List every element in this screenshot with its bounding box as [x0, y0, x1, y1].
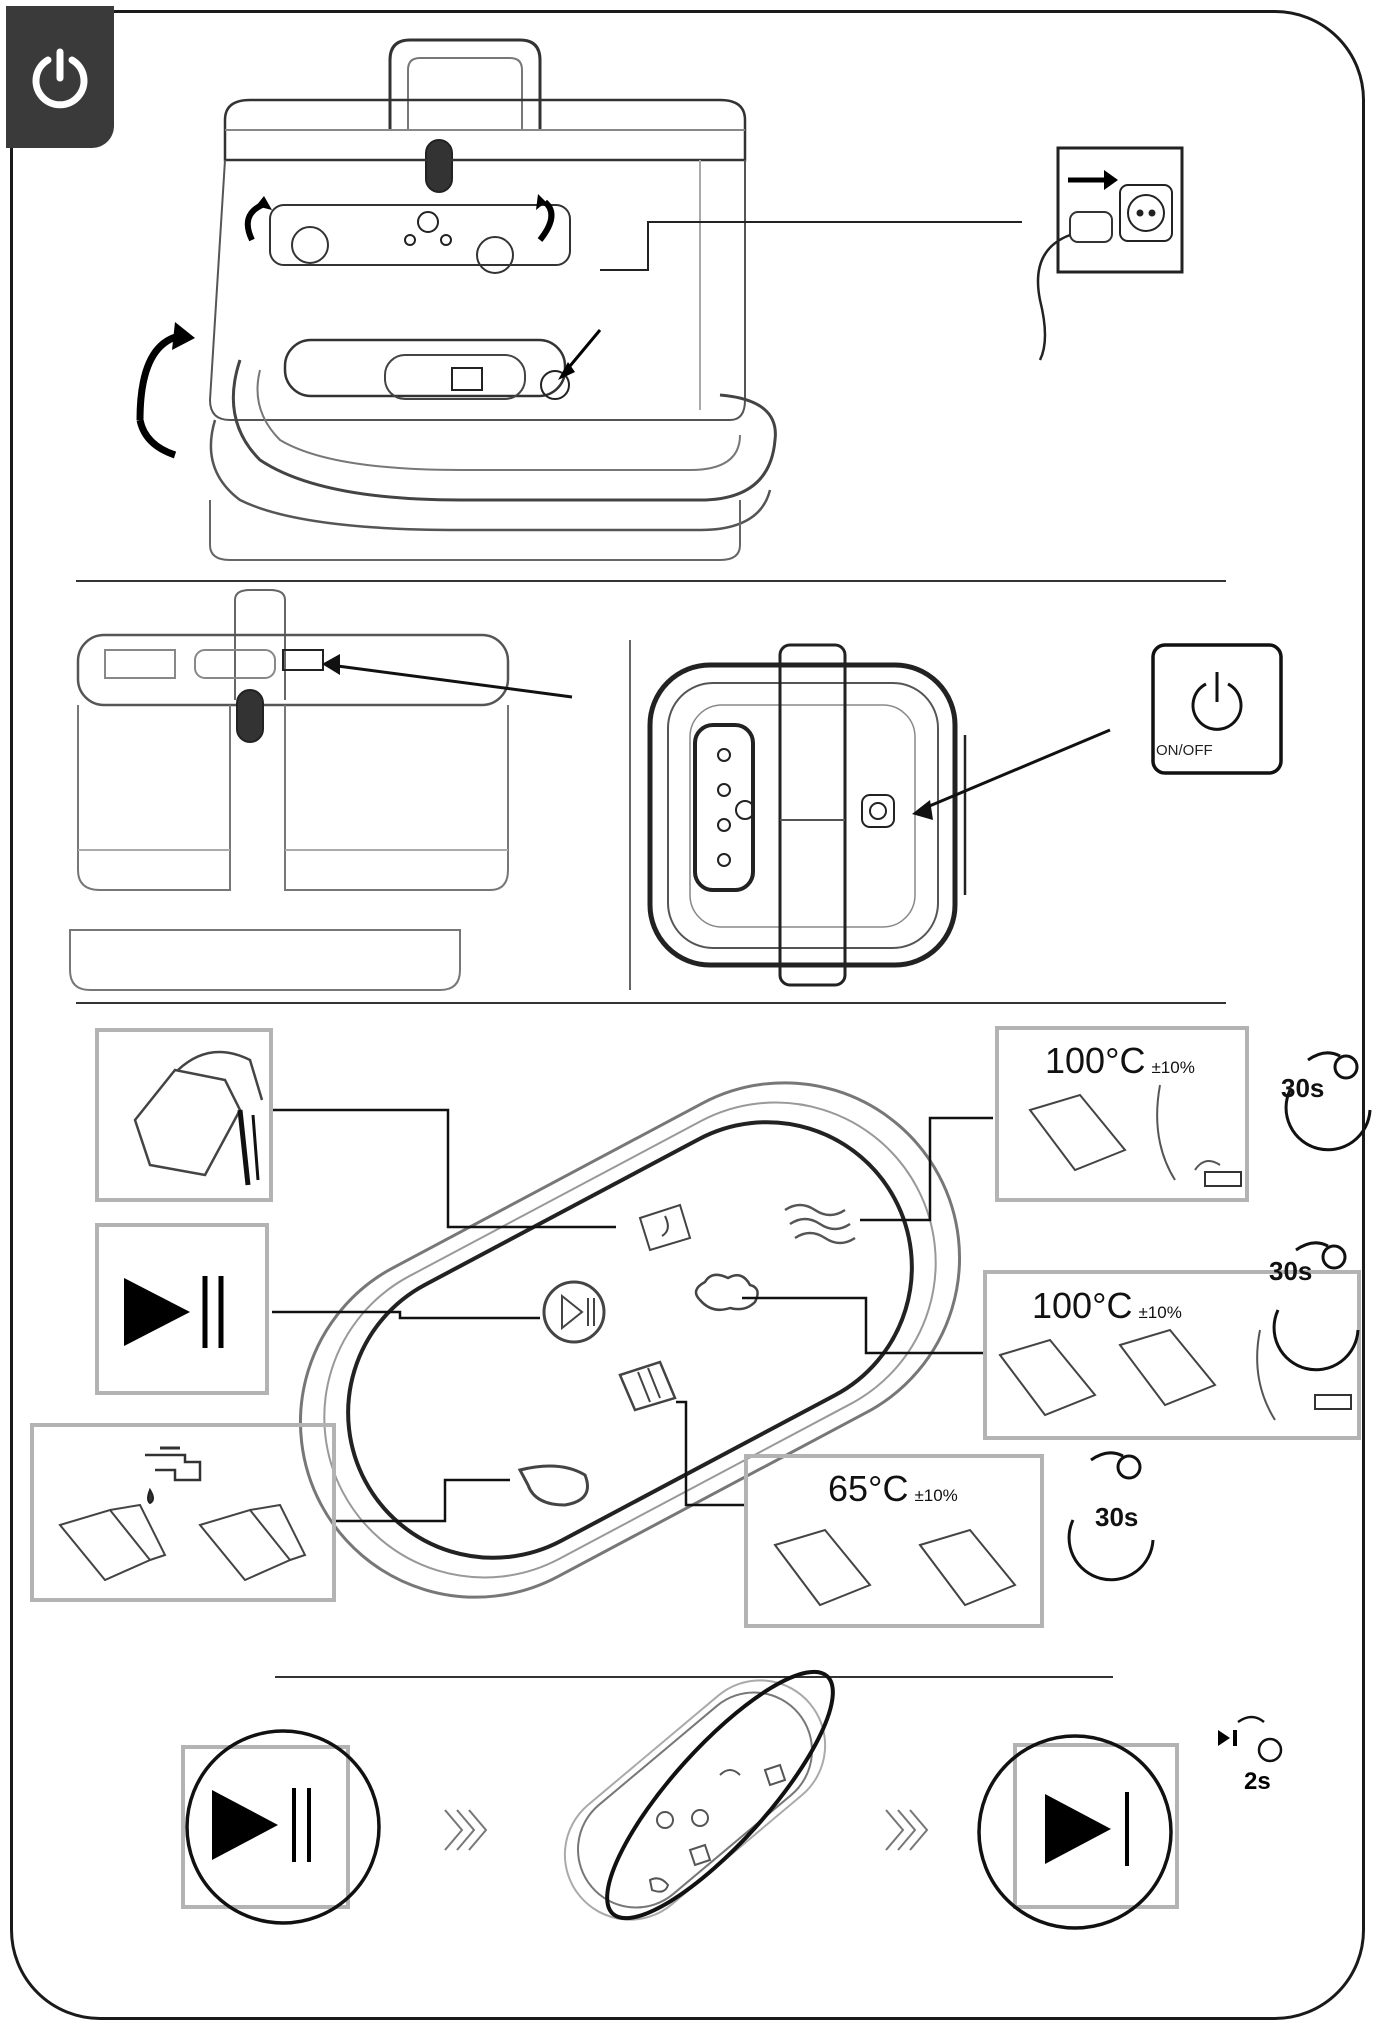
appliance-front-view — [69, 589, 573, 991]
temperature-tolerance: ±10% — [914, 1486, 958, 1505]
play-pause-icon — [124, 1276, 224, 1348]
panel-hot-steam-1 — [995, 1026, 1249, 1202]
power-icon — [32, 48, 88, 109]
page-frame — [10, 10, 1365, 2020]
panel-hot-steam-2 — [983, 1270, 1361, 1440]
warm-clean-illustration — [773, 1528, 1017, 1607]
rinse-brush-illustrations — [58, 1503, 307, 1582]
on-off-button-icon — [1151, 643, 1283, 775]
panel-fill-tank — [95, 1028, 273, 1202]
chevron-right-triple-icon — [444, 1809, 929, 1851]
panel-icon-tank — [638, 1203, 692, 1252]
temperature-hot-2: 100°C ±10% — [1032, 1285, 1182, 1327]
hold-2s-icon — [1218, 1715, 1283, 1763]
hold-sequence-end — [977, 1734, 1179, 1930]
power-tab — [6, 6, 114, 148]
temperature-hot-1: 100°C ±10% — [1045, 1040, 1195, 1082]
panel-icon-drop — [517, 1464, 589, 1507]
timer-steam-2: 30s — [1269, 1256, 1313, 1286]
timer-steam-1: 30s — [1281, 1073, 1325, 1103]
temperature-value: 100°C — [1045, 1040, 1146, 1081]
panel-icon-steam — [784, 1203, 856, 1245]
panel-icon-play-pause — [542, 1280, 606, 1344]
temperature-value: 100°C — [1032, 1285, 1133, 1326]
section-divider-1 — [76, 580, 1226, 582]
appliance-hose-illustration — [136, 38, 1022, 561]
hold-sequence-start — [181, 1729, 381, 1925]
faucet-icon — [145, 1446, 202, 1505]
on-off-label: ON/OFF — [1156, 742, 1213, 759]
panel-icon-cloud-steam — [694, 1273, 759, 1311]
panel-warm-clean — [744, 1454, 1044, 1628]
control-panel-top-view — [629, 640, 1111, 990]
stopwatch-icon — [1067, 1051, 1372, 1582]
tank-pour-icon — [133, 1050, 264, 1186]
timer-hold-play: 2s — [1244, 1768, 1271, 1795]
hot-steam-illustration-1 — [1028, 1084, 1242, 1187]
control-panel-oval — [298, 1081, 962, 1599]
temperature-warm: 65°C ±10% — [828, 1468, 958, 1510]
timer-warm: 30s — [1095, 1502, 1139, 1532]
temperature-tolerance: ±10% — [1138, 1303, 1182, 1322]
hot-steam-illustration-2 — [998, 1328, 1352, 1421]
panel-rinse — [30, 1423, 336, 1602]
section-divider-2 — [76, 1002, 1226, 1004]
mini-control-panel — [563, 1669, 835, 1921]
plug-socket-icon — [1036, 146, 1184, 361]
panel-icon-brush — [618, 1360, 677, 1412]
temperature-value: 65°C — [828, 1468, 909, 1509]
callout-lines — [272, 1108, 993, 1523]
temperature-tolerance: ±10% — [1151, 1058, 1195, 1077]
section-divider-3 — [275, 1676, 1113, 1678]
panel-play-pause — [95, 1223, 269, 1395]
